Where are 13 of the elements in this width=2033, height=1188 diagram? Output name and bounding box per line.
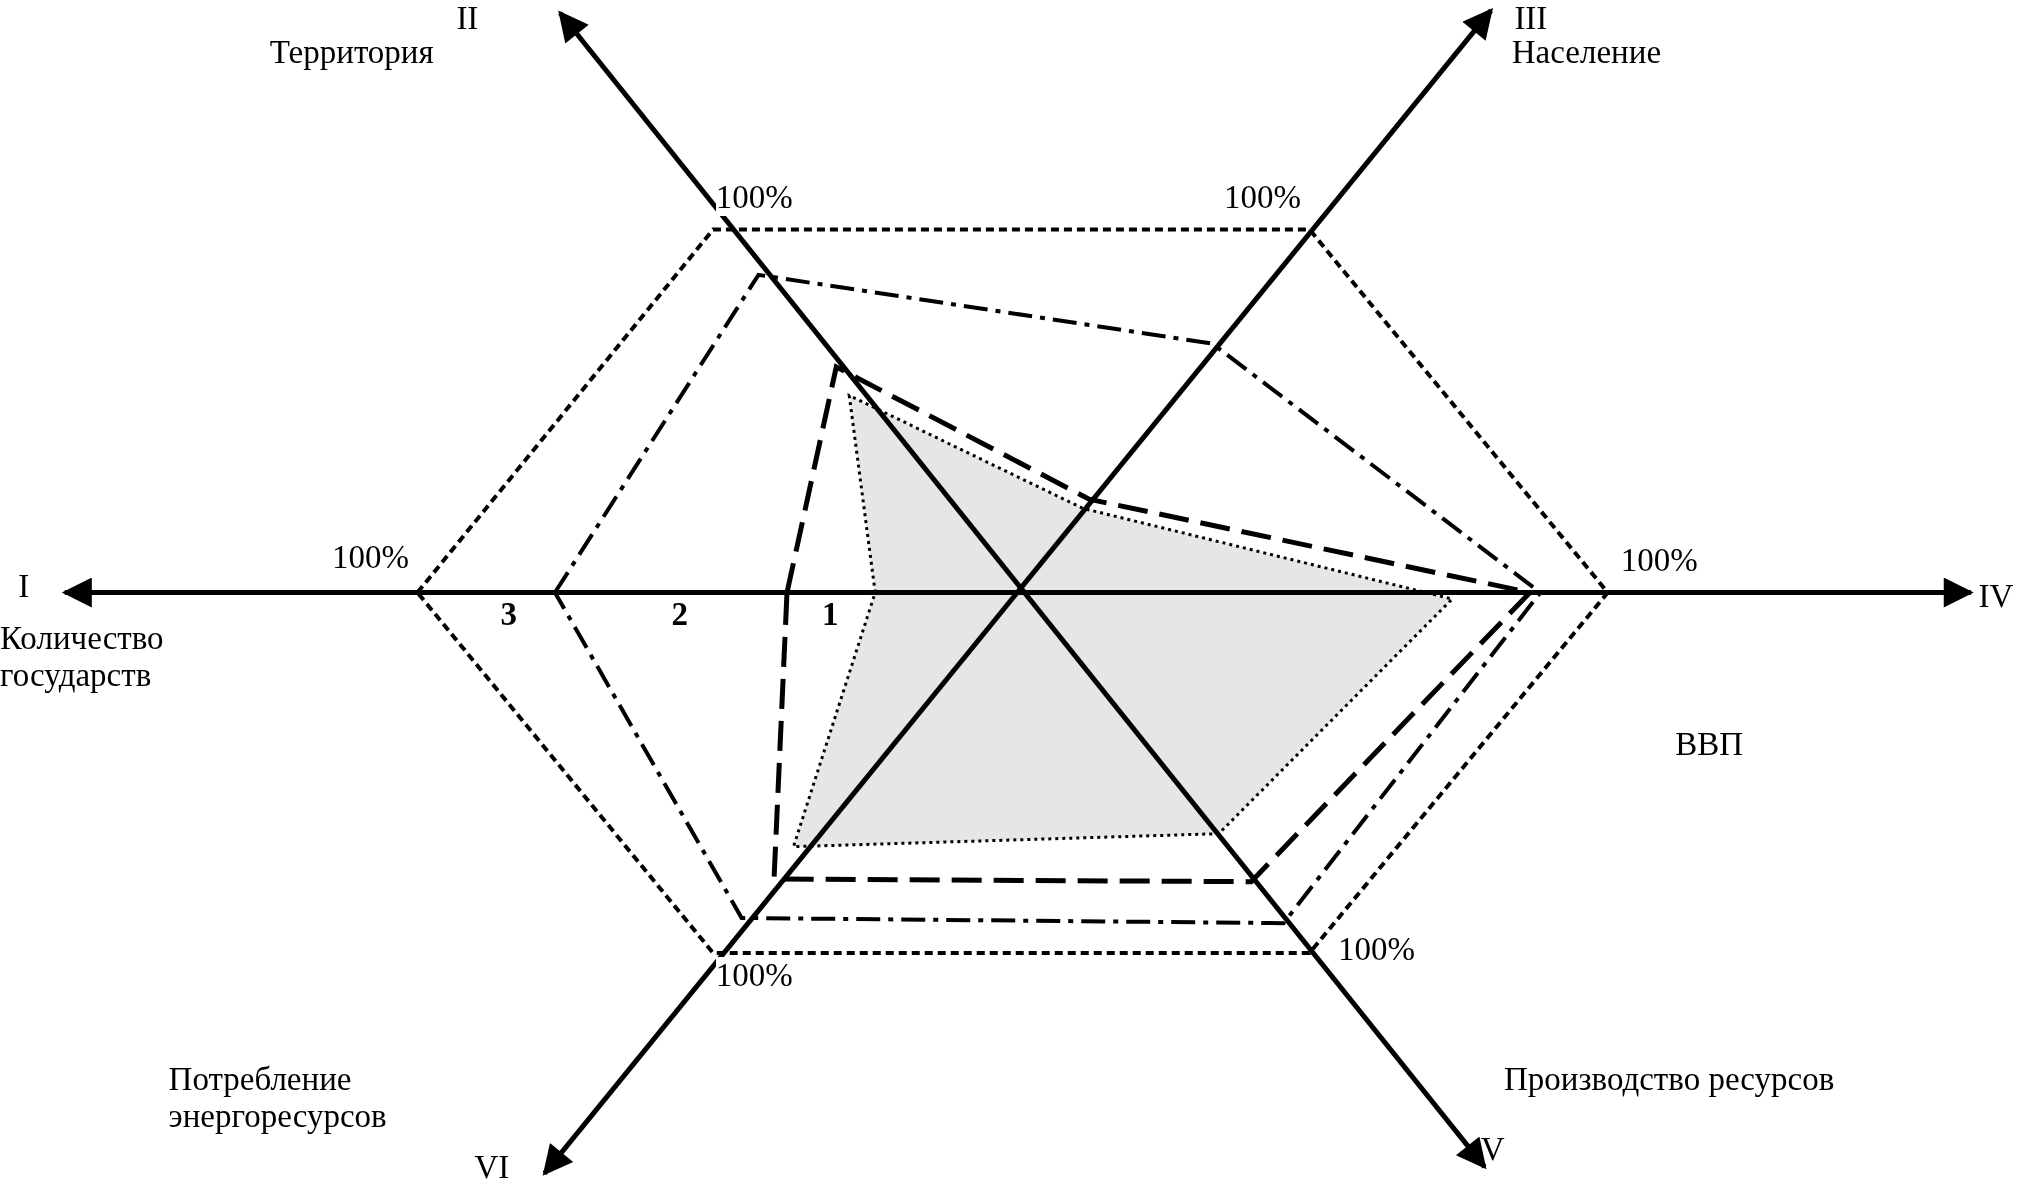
axis-numeral: VI xyxy=(474,1148,510,1186)
axis-numeral: V xyxy=(1480,1130,1505,1168)
axis-label: Территория xyxy=(269,33,434,71)
axis-label: Количество государств xyxy=(0,619,165,694)
axis-numeral: IV xyxy=(1978,578,2014,616)
scale-number: 1 xyxy=(822,596,839,634)
axis-label: Производство ресурсов xyxy=(1504,1060,1836,1098)
scale-number: 3 xyxy=(500,596,517,634)
axis-numeral: II xyxy=(456,0,479,37)
axis-numeral: I xyxy=(18,567,30,605)
axis-label: ВВП xyxy=(1675,726,1743,763)
scale-number: 2 xyxy=(671,596,689,634)
axis-label: Потребление энергоресурсов xyxy=(168,1060,388,1135)
